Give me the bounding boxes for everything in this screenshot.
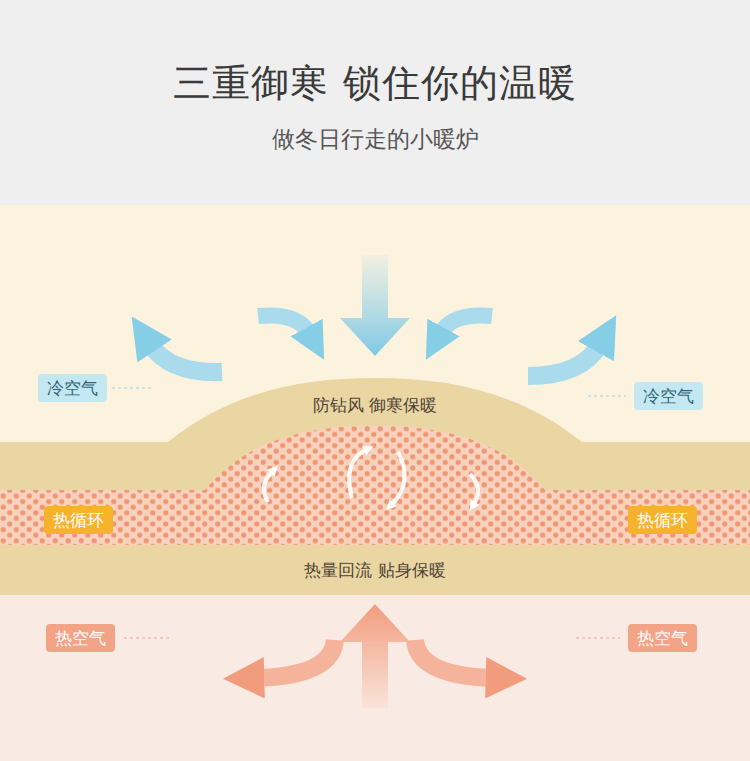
leader-line xyxy=(124,637,172,638)
layer-caption: 防钻风 御寒保暖 xyxy=(313,394,437,417)
warm-layer: 防钻风 御寒保暖热量回流 贴身保暖 热循环 热循环 xyxy=(0,370,750,595)
tag-text: 热空气 xyxy=(55,627,106,649)
layer-caption: 热量回流 贴身保暖 xyxy=(304,559,445,582)
heat-dot-layer xyxy=(0,426,750,545)
cold-arrow xyxy=(150,344,222,372)
swirl-arrow xyxy=(392,452,405,504)
warm-arrow xyxy=(340,604,410,708)
circulation-tag: 热循环 xyxy=(628,506,697,534)
circulation-swirls xyxy=(264,450,478,504)
cold-arrow xyxy=(440,315,492,334)
swirl-arrow xyxy=(470,474,478,504)
tag-text: 冷空气 xyxy=(643,385,694,407)
warm-air-tag: 热空气 xyxy=(628,624,697,652)
leader-line xyxy=(576,637,620,638)
tag-text: 热循环 xyxy=(53,509,104,531)
cold-air-tag: 冷空气 xyxy=(38,374,107,402)
cold-arrows xyxy=(150,255,600,376)
warm-arrow xyxy=(415,640,494,678)
cold-arrow xyxy=(528,344,600,376)
circulation-tag: 热循环 xyxy=(44,506,113,534)
outer-fabric xyxy=(0,378,750,595)
title: 三重御寒 锁住你的温暖 xyxy=(0,58,750,109)
cold-arrow xyxy=(340,255,410,356)
leader-line xyxy=(112,387,152,388)
warm-air-tag: 热空气 xyxy=(46,624,115,652)
swirl-arrow xyxy=(349,450,366,498)
warm-arrows xyxy=(256,604,494,708)
tag-text: 热循环 xyxy=(637,509,688,531)
cold-arrow xyxy=(258,315,310,334)
warm-arrow xyxy=(256,640,335,678)
header-band xyxy=(0,0,750,205)
swirl-arrow xyxy=(264,472,272,502)
tag-text: 冷空气 xyxy=(47,377,98,399)
tag-text: 热空气 xyxy=(637,627,688,649)
subtitle: 做冬日行走的小暖炉 xyxy=(0,124,750,155)
leader-line xyxy=(588,395,626,396)
cold-zone xyxy=(0,205,750,595)
warm-zone xyxy=(0,595,750,761)
cold-air-tag: 冷空气 xyxy=(634,382,703,410)
